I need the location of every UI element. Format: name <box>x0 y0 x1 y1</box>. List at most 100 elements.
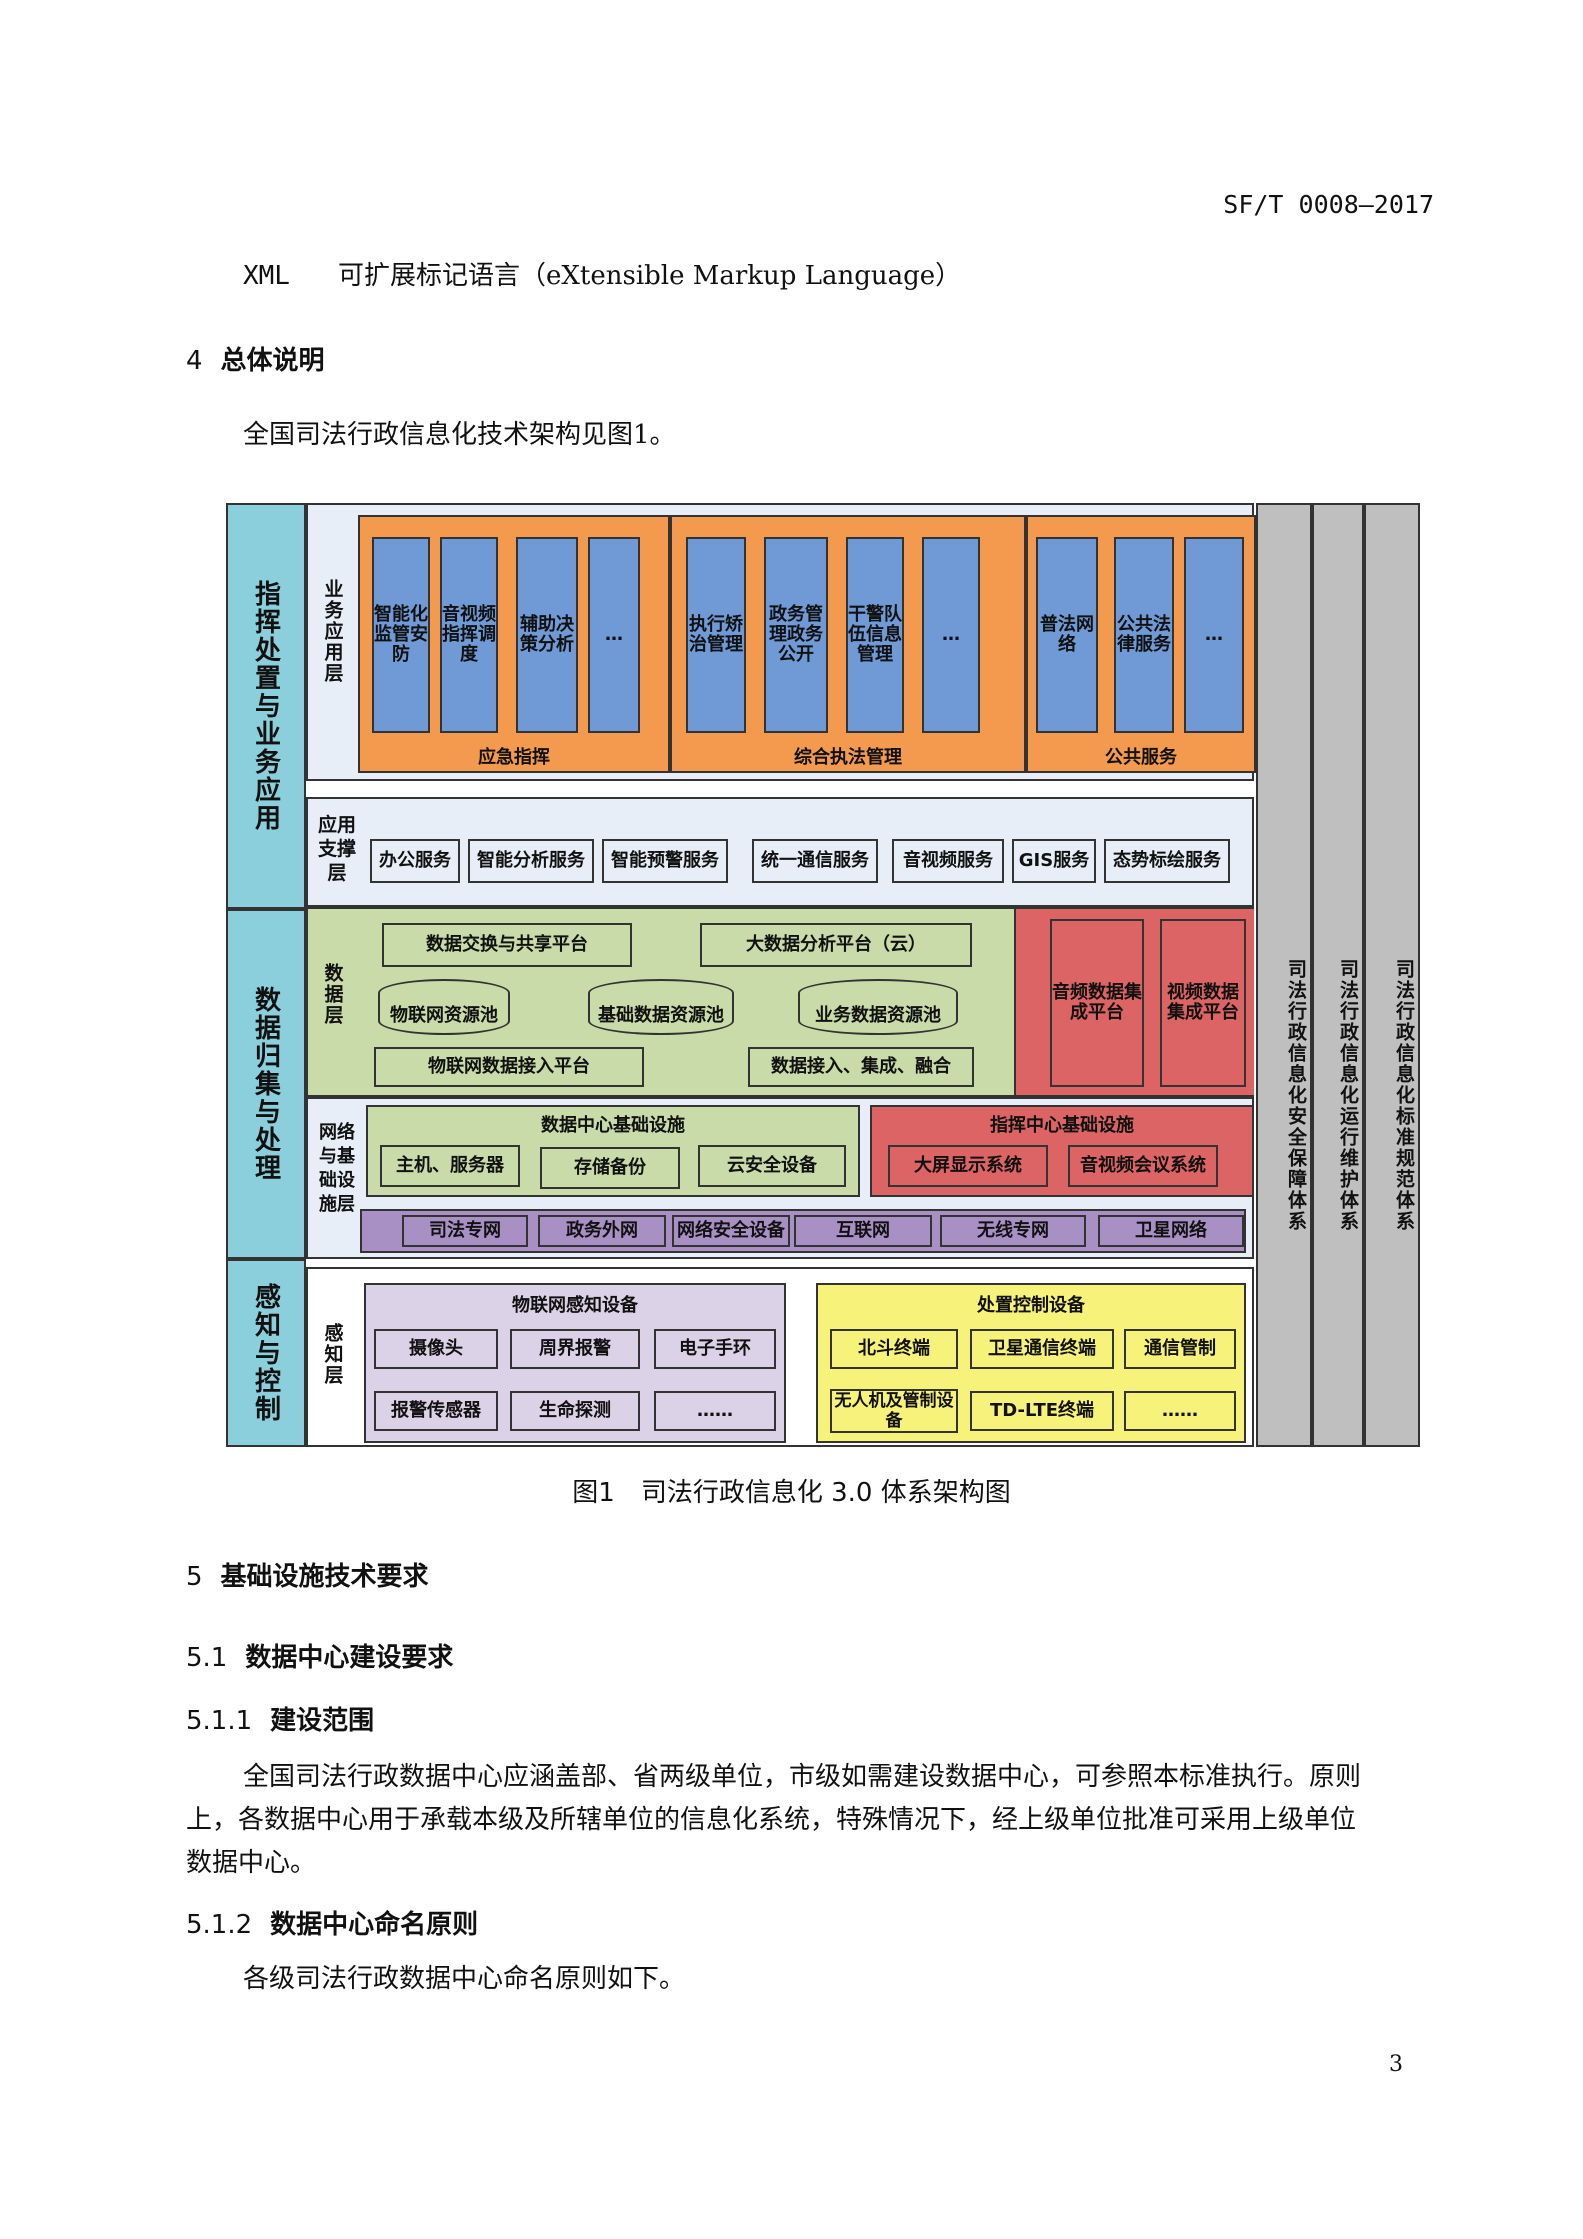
iot-item-alarm-sensor: 报警传感器 <box>374 1391 498 1431</box>
data-integration: 数据接入、集成、融合 <box>748 1047 974 1087</box>
section-number: 5.1.2 <box>186 1910 253 1940</box>
group-label: 应急指挥 <box>478 747 550 768</box>
abbrev-term: XML <box>243 261 290 291</box>
section-4-text: 全国司法行政信息化技术架构见图1。 <box>243 420 676 450</box>
video-integration-platform: 视频数据集成平台 <box>1160 919 1246 1087</box>
support-layer: 应用支撑层 办公服务 智能分析服务 智能预警服务 统一通信服务 音视频服务 GI… <box>306 797 1254 907</box>
left-group-data: 数据归集与处理 <box>226 909 306 1259</box>
support-item-office: 办公服务 <box>370 839 460 883</box>
section-number: 5.1 <box>186 1643 228 1673</box>
item-legal-education: 普法网络 <box>1036 537 1098 733</box>
section-5-heading: 5 基础设施技术要求 <box>186 1556 429 1593</box>
paragraph-line: 数据中心。 <box>186 1848 317 1878</box>
right-column-standards: 司法行政信息化标准规范体系 <box>1364 503 1420 1447</box>
network-row: 司法专网 政务外网 网络安全设备 互联网 无线专网 卫星网络 <box>360 1209 1246 1253</box>
pool-business-data: 业务数据资源池 <box>798 979 958 1035</box>
ctrl-item-td-lte: TD-LTE终端 <box>970 1391 1114 1431</box>
item-decision-analysis: 辅助决策分析 <box>516 537 578 733</box>
section-title: 建设范围 <box>270 1706 375 1736</box>
av-integration-area: 音频数据集成平台 视频数据集成平台 <box>1014 909 1254 1095</box>
support-item-smart-warning: 智能预警服务 <box>602 839 728 883</box>
item-gov-affairs: 政务管理政务公开 <box>764 537 828 733</box>
item-more: … <box>1184 537 1244 733</box>
ctrl-item-drone-control: 无人机及管制设备 <box>830 1389 958 1433</box>
network-gov-extranet: 政务外网 <box>538 1215 666 1247</box>
section-number: 4 <box>186 346 203 376</box>
data-layer: 数据层 数据交换与共享平台 大数据分析平台（云） 物联网资源池 基础数据资源池 … <box>306 907 1254 1097</box>
iot-item-camera: 摄像头 <box>374 1329 498 1369</box>
iot-item-e-bracelet: 电子手环 <box>654 1329 776 1369</box>
datacenter-infrastructure: 数据中心基础设施 主机、服务器 存储备份 云安全设备 <box>366 1105 860 1197</box>
paragraph-line: 全国司法行政数据中心应涵盖部、省两级单位，市级如需建设数据中心，可参照本标准执行… <box>243 1762 1362 1792</box>
item-more: … <box>588 537 640 733</box>
section-title: 数据中心建设要求 <box>245 1643 454 1673</box>
support-layer-label: 应用支撑层 <box>317 814 356 884</box>
control-devices: 处置控制设备 北斗终端 卫星通信终端 通信管制 无人机及管制设备 TD-LTE终… <box>816 1283 1246 1443</box>
item-smart-monitoring: 智能化监管安防 <box>372 537 430 733</box>
right-column-security: 司法行政信息化安全保障体系 <box>1256 503 1312 1447</box>
perception-layer: 感知层 物联网感知设备 摄像头 周界报警 电子手环 报警传感器 生命探测 …… … <box>306 1267 1254 1447</box>
support-item-gis: GIS服务 <box>1012 839 1096 883</box>
section-5-1-heading: 5.1 数据中心建设要求 <box>186 1637 453 1674</box>
network-judicial-private: 司法专网 <box>402 1215 528 1247</box>
ctrl-item-beidou: 北斗终端 <box>830 1329 958 1369</box>
business-layer: 业务应用层 智能化监管安防 音视频指挥调度 辅助决策分析 … 应急指挥 执行矫治… <box>306 503 1256 781</box>
network-security-devices: 网络安全设备 <box>672 1215 790 1247</box>
dc-item-cloud-security: 云安全设备 <box>698 1145 846 1187</box>
ctrl-item-more: …… <box>1124 1391 1236 1431</box>
cmd-item-video-conference: 音视频会议系统 <box>1068 1145 1218 1187</box>
section-number: 5.1.1 <box>186 1706 253 1736</box>
group-label: 公共服务 <box>1105 747 1177 768</box>
network-layer-label: 网络与基础设施层 <box>319 1122 355 1215</box>
paragraph-line: 上，各数据中心用于承载本级及所辖单位的信息化系统，特殊情况下，经上级单位批准可采… <box>186 1805 1357 1835</box>
section-title: 总体说明 <box>220 346 325 376</box>
support-item-smart-analysis: 智能分析服务 <box>468 839 594 883</box>
control-devices-title: 处置控制设备 <box>977 1295 1085 1316</box>
dc-item-servers: 主机、服务器 <box>380 1145 520 1187</box>
pool-basic-data: 基础数据资源池 <box>588 979 734 1035</box>
iot-item-perimeter-alarm: 周界报警 <box>510 1329 640 1369</box>
pool-iot: 物联网资源池 <box>378 979 510 1035</box>
section-5-1-2-text: 各级司法行政数据中心命名原则如下。 <box>243 1964 686 1994</box>
datacenter-title: 数据中心基础设施 <box>541 1115 685 1136</box>
support-item-av: 音视频服务 <box>892 839 1004 883</box>
network-internet: 互联网 <box>794 1215 932 1247</box>
group-label: 综合执法管理 <box>794 747 902 768</box>
perception-layer-label: 感知层 <box>321 1322 344 1386</box>
section-number: 5 <box>186 1562 203 1592</box>
business-layer-label: 业务应用层 <box>321 578 344 684</box>
figure-caption: 图1 司法行政信息化 3.0 体系架构图 <box>572 1478 1011 1508</box>
network-wireless-private: 无线专网 <box>940 1215 1086 1247</box>
dc-item-storage: 存储备份 <box>540 1147 680 1189</box>
ctrl-item-satellite-terminal: 卫星通信终端 <box>970 1329 1114 1369</box>
section-5-1-1-heading: 5.1.1 建设范围 <box>186 1700 374 1737</box>
network-satellite: 卫星网络 <box>1098 1215 1244 1247</box>
document-id: SF/T 0008—2017 <box>1223 190 1434 219</box>
section-title: 数据中心命名原则 <box>270 1910 479 1940</box>
cmd-item-large-screen: 大屏显示系统 <box>888 1145 1048 1187</box>
network-layer: 网络与基础设施层 数据中心基础设施 主机、服务器 存储备份 云安全设备 指挥中心… <box>306 1097 1254 1259</box>
section-4-heading: 4 总体说明 <box>186 340 325 377</box>
left-group-command: 指挥处置与业务应用 <box>226 503 306 909</box>
item-more: … <box>922 537 980 733</box>
item-legal-services: 公共法律服务 <box>1114 537 1174 733</box>
architecture-diagram: 指挥处置与业务应用 数据归集与处理 感知与控制 司法行政信息化安全保障体系 司法… <box>226 503 1433 1447</box>
group-emergency-command: 智能化监管安防 音视频指挥调度 辅助决策分析 … 应急指挥 <box>358 515 670 773</box>
page-number: 3 <box>1389 2052 1403 2077</box>
support-item-situation: 态势标绘服务 <box>1104 839 1230 883</box>
command-center-title: 指挥中心基础设施 <box>990 1115 1134 1136</box>
section-title: 基础设施技术要求 <box>220 1562 429 1592</box>
iot-access-platform: 物联网数据接入平台 <box>374 1047 644 1087</box>
ctrl-item-comm-control: 通信管制 <box>1124 1329 1236 1369</box>
item-av-dispatch: 音视频指挥调度 <box>440 537 498 733</box>
iot-item-life-detection: 生命探测 <box>510 1391 640 1431</box>
support-item-unified-comm: 统一通信服务 <box>752 839 878 883</box>
iot-devices-title: 物联网感知设备 <box>512 1295 638 1316</box>
group-law-enforcement: 执行矫治管理 政务管理政务公开 干警队伍信息管理 … 综合执法管理 <box>670 515 1026 773</box>
data-exchange-platform: 数据交换与共享平台 <box>382 923 632 967</box>
section-5-1-2-heading: 5.1.2 数据中心命名原则 <box>186 1904 478 1941</box>
iot-devices: 物联网感知设备 摄像头 周界报警 电子手环 报警传感器 生命探测 …… <box>364 1283 786 1443</box>
group-public-service: 普法网络 公共法律服务 … 公共服务 <box>1026 515 1256 773</box>
right-column-operation: 司法行政信息化运行维护体系 <box>1312 503 1364 1447</box>
left-group-perception: 感知与控制 <box>226 1259 306 1447</box>
